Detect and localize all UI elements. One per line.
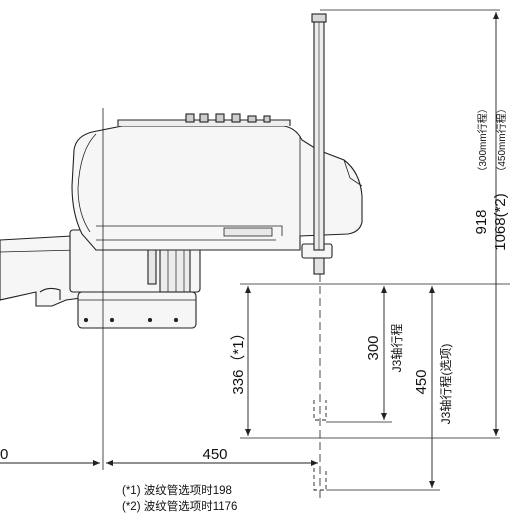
note-1: (*1) 波纹管选项时198: [122, 483, 232, 497]
robot-housing: [71, 125, 363, 251]
caption-300-stroke: （300mm行程）: [476, 103, 489, 176]
dim-j3-stroke-caption: J3轴行程: [389, 324, 404, 373]
stroke-ghost: [313, 400, 327, 491]
robot-body: [0, 13, 363, 329]
dim-total-height-1: 918: [473, 209, 490, 234]
note-2: (*2) 波纹管选项时1176: [122, 499, 237, 513]
caption-450-stroke: （450mm行程）: [495, 103, 508, 176]
dim-j3-option-caption: J3轴行程(选项): [438, 344, 453, 425]
dimension-lines: [0, 12, 499, 488]
dim-total-height-2: 1068(*2): [492, 193, 509, 251]
dim-j3-option: 450: [413, 369, 430, 394]
dim-robot-height: 336（*1）: [230, 325, 247, 394]
dim-j3-stroke: 300: [365, 335, 382, 360]
center-lines: [102, 108, 321, 500]
dim-arm-length: 450: [202, 446, 227, 463]
dim-left-fragment: 0: [0, 446, 8, 463]
extension-lines: [240, 9, 510, 491]
